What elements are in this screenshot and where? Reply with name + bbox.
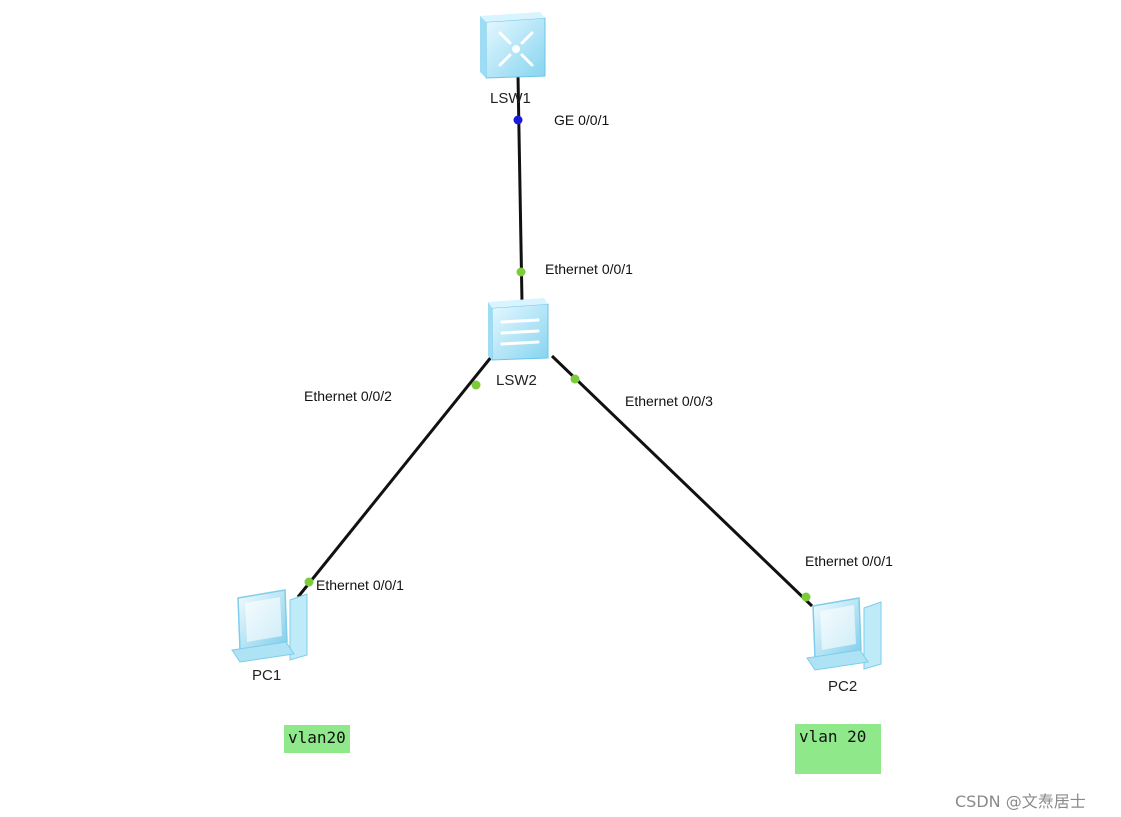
- lsw1-switch-icon[interactable]: [480, 12, 546, 79]
- port-dot-lsw2-e002: [471, 380, 481, 390]
- port-label-pc1-e001: Ethernet 0/0/1: [316, 577, 404, 593]
- port-label-lsw2-e001: Ethernet 0/0/1: [545, 261, 633, 277]
- pc1-label: PC1: [252, 667, 282, 684]
- port-dot-pc1-e001: [304, 577, 314, 587]
- pc1-computer-icon[interactable]: [231, 589, 308, 663]
- lsw2-label: LSW2: [496, 372, 537, 389]
- port-dot-lsw1-ge001: [513, 115, 523, 125]
- watermark: CSDN @文焘居士: [955, 792, 1086, 811]
- port-dot-lsw2-e003: [570, 374, 580, 384]
- pc1-vlan-note: vlan20: [284, 725, 350, 753]
- port-label-lsw2-e003: Ethernet 0/0/3: [625, 393, 713, 409]
- port-label-lsw2-e002: Ethernet 0/0/2: [304, 388, 392, 404]
- lsw1-label: LSW1: [490, 90, 531, 107]
- link-lsw2-pc1[interactable]: [296, 355, 494, 598]
- pc2-computer-icon[interactable]: [806, 597, 882, 671]
- pc2-label: PC2: [828, 678, 858, 695]
- pc2-vlan-note: vlan 20: [795, 724, 881, 774]
- port-dot-pc2-e001: [801, 592, 811, 602]
- lsw2-switch-icon[interactable]: [488, 298, 549, 361]
- link-lsw1-lsw2[interactable]: [516, 75, 524, 303]
- port-label-lsw1-ge001: GE 0/0/1: [554, 112, 610, 128]
- port-dot-lsw2-e001: [516, 267, 526, 277]
- port-label-pc2-e001: Ethernet 0/0/1: [805, 553, 893, 569]
- link-lsw2-pc2[interactable]: [550, 354, 814, 608]
